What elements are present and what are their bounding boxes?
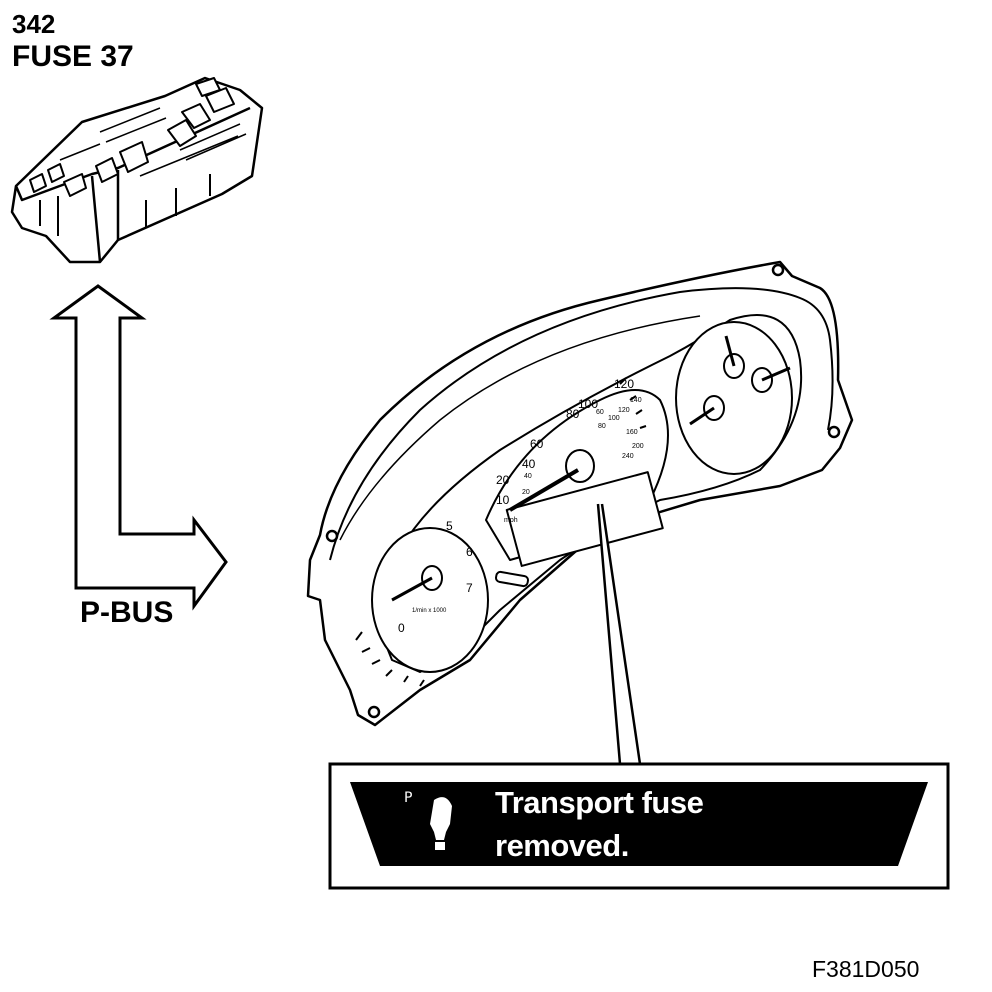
speed-kmh-label: 60 [596,409,604,416]
speed-kmh-label: 40 [524,473,532,480]
speed-mph-label: 80 [566,407,580,421]
speed-kmh-label: 140 [630,397,642,404]
speed-kmh-label: 200 [632,443,644,450]
bus-label: P-BUS [80,596,174,629]
speed-kmh-label: 120 [618,407,630,414]
speed-unit-label: mph [504,517,518,524]
speed-kmh-label: 80 [598,423,606,430]
gauge-scale-labels: 1020406080100120204060801001201401602002… [398,377,644,635]
speed-mph-label: 120 [614,377,634,391]
display-message-line-2: removed. [495,828,629,863]
tach-label: 5 [446,519,453,533]
fuse-box-icon [10,76,264,264]
speed-mph-label: 100 [578,397,598,411]
double-arrow-icon [49,284,228,611]
instrument-cluster-icon [306,260,854,727]
speed-kmh-label: 100 [608,415,620,422]
display-message-line-1: Transport fuse [495,785,704,820]
speed-mph-label: 10 [496,493,510,507]
fuse-number-label: 342 [12,9,56,39]
figure-code: F381D050 [812,956,920,982]
callout-pointer [596,503,642,766]
tach-label: 0 [398,621,405,635]
speed-mph-label: 60 [530,437,544,451]
speed-kmh-label: 160 [626,429,638,436]
tach-label: 7 [466,581,473,595]
speed-mph-label: 20 [496,473,510,487]
tach-unit-label: 1/min x 1000 [412,608,447,614]
speed-mph-label: 40 [522,457,536,471]
warning-exclamation-icon [430,797,452,850]
speed-kmh-label: 20 [522,489,530,496]
tach-label: 6 [466,545,473,559]
speed-kmh-label: 240 [622,453,634,460]
fuse-name-label: FUSE 37 [12,40,134,73]
display-callout-box [328,762,950,890]
display-indicator: P [404,790,413,806]
